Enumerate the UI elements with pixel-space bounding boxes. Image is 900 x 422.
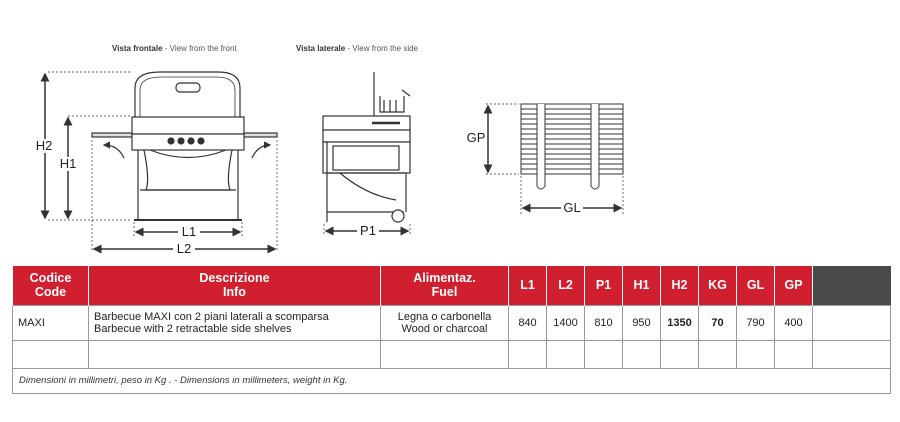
side-view-caption-en: View from the side <box>352 44 418 53</box>
dim-label-l1: L1 <box>182 224 196 239</box>
table-row-empty <box>12 339 891 369</box>
header-h1: H1 <box>622 266 661 305</box>
cell-p1: 810 <box>584 304 623 341</box>
dim-label-l2: L2 <box>177 241 191 256</box>
header-kg: KG <box>698 266 737 305</box>
front-view-caption: Vista frontale - View from the front <box>112 44 237 53</box>
header-fuel: Alimentaz.Fuel <box>380 266 509 305</box>
dim-label-gp: GP <box>467 130 486 145</box>
cell-gl: 790 <box>736 304 775 341</box>
cell-code: MAXI <box>12 304 89 341</box>
header-l1: L1 <box>508 266 547 305</box>
dim-label-h1: H1 <box>60 156 77 171</box>
front-view-caption-en: View from the front <box>169 44 237 53</box>
caption-separator: - <box>162 44 170 53</box>
dim-label-h2: H2 <box>36 138 53 153</box>
side-view-caption: Vista laterale - View from the side <box>296 44 418 53</box>
header-p1: P1 <box>584 266 623 305</box>
side-view-caption-it: Vista laterale <box>296 44 346 53</box>
cell-l1: 840 <box>508 304 547 341</box>
table-row: MAXI Barbecue MAXI con 2 piani laterali … <box>12 304 891 341</box>
table-footnote-row: Dimensioni in millimetri, peso in Kg . -… <box>12 367 891 394</box>
header-filler <box>812 266 891 305</box>
cell-filler <box>812 304 891 341</box>
table-footnote: Dimensioni in millimetri, peso in Kg . -… <box>12 367 891 394</box>
cell-h2: 1350 <box>660 304 699 341</box>
technical-drawings: H2 H1 L1 L2 P1 <box>34 71 624 256</box>
cell-description: Barbecue MAXI con 2 piani laterali a sco… <box>88 304 381 341</box>
header-h2: H2 <box>660 266 699 305</box>
cell-kg: 70 <box>698 304 737 341</box>
header-gl: GL <box>736 266 775 305</box>
cell-h1: 950 <box>622 304 661 341</box>
header-l2: L2 <box>546 266 585 305</box>
header-gp: GP <box>774 266 813 305</box>
caption-separator: - <box>345 44 353 53</box>
front-view-caption-it: Vista frontale <box>112 44 163 53</box>
dim-label-gl: GL <box>563 200 580 215</box>
dim-label-p1: P1 <box>360 223 376 238</box>
side-view-drawing <box>322 72 411 236</box>
cell-l2: 1400 <box>546 304 585 341</box>
cell-gp: 400 <box>774 304 813 341</box>
grill-grate-drawing <box>483 103 624 214</box>
front-view-drawing <box>40 71 278 254</box>
